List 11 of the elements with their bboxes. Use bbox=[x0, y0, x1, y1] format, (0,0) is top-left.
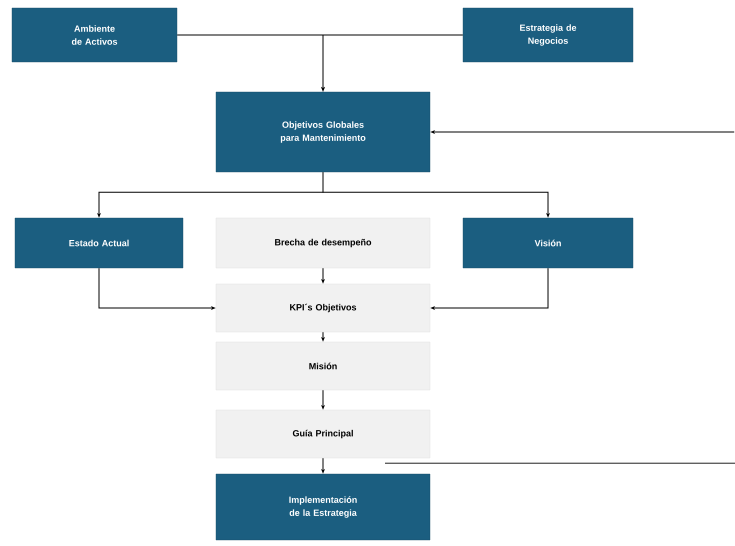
process-box: Estrategia de Negocios bbox=[462, 8, 634, 62]
step-box: Guía Principal bbox=[216, 410, 430, 458]
connector-line bbox=[384, 462, 735, 464]
process-box: Objetivos Globales para Mantenimiento bbox=[216, 92, 430, 172]
process-box: Visión bbox=[462, 218, 634, 268]
process-box: Estado Actual bbox=[14, 218, 184, 268]
step-box: Brecha de desempeño bbox=[216, 218, 430, 268]
process-box: Ambiente de Activos bbox=[12, 8, 178, 62]
step-box: KPI´s Objetivos bbox=[216, 284, 430, 332]
step-box: Misión bbox=[216, 342, 430, 390]
process-box: Implementación de la Estrategia bbox=[216, 474, 430, 540]
